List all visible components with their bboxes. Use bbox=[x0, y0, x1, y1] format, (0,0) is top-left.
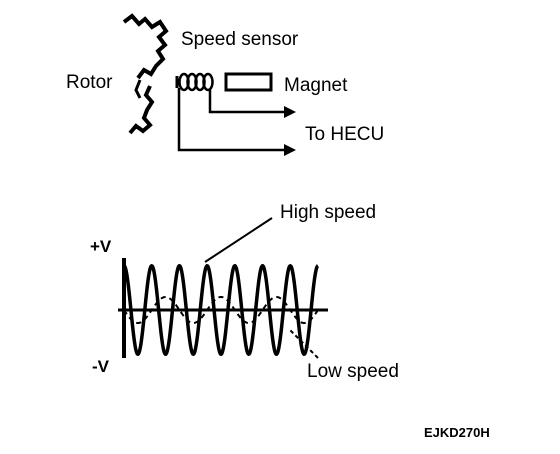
leader-high-speed bbox=[204, 217, 273, 263]
high-speed-waveform bbox=[122, 263, 320, 357]
label-low-speed: Low speed bbox=[307, 361, 399, 382]
arrow-head-upper bbox=[284, 106, 296, 118]
label-rotor: Rotor bbox=[66, 72, 113, 93]
label-speed-sensor: Speed sensor bbox=[181, 29, 299, 50]
label-minus-v: -V bbox=[92, 357, 110, 376]
waveform-axes bbox=[118, 258, 328, 358]
output-wires bbox=[177, 88, 296, 156]
label-plus-v: +V bbox=[90, 237, 112, 256]
label-high-speed: High speed bbox=[280, 202, 376, 223]
label-magnet: Magnet bbox=[284, 75, 348, 96]
rotor-teeth bbox=[122, 13, 169, 135]
label-to-hecu: To HECU bbox=[305, 124, 384, 145]
sensor-coil bbox=[175, 72, 214, 92]
figure-code: EJKD270H bbox=[424, 425, 490, 440]
low-speed-waveform bbox=[123, 295, 319, 325]
arrow-head-lower bbox=[284, 144, 296, 156]
magnet-block bbox=[224, 72, 273, 92]
